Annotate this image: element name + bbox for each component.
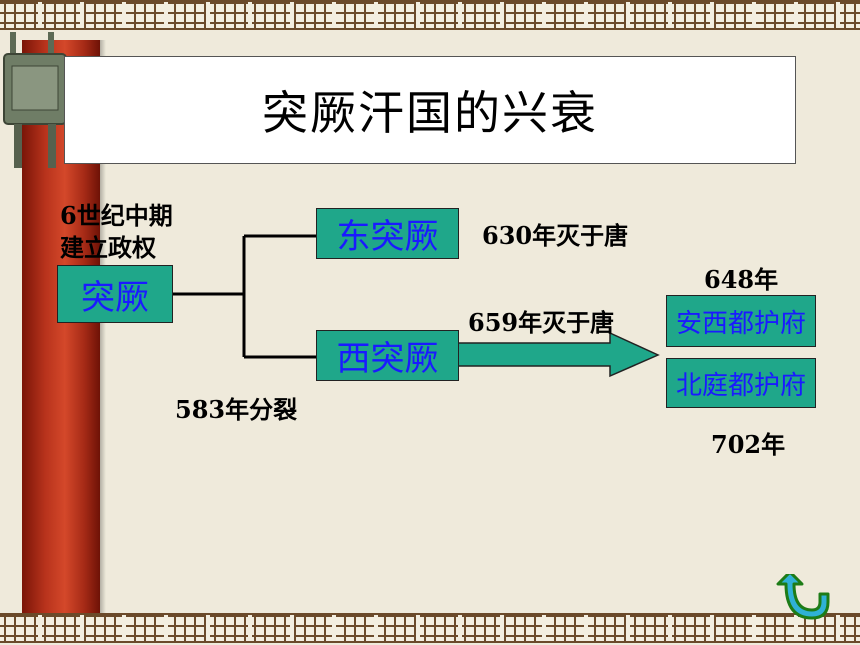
label-beiting-year: 702年 (711, 430, 786, 459)
pillar-shadow (100, 40, 106, 613)
node-west-tujue: 西突厥 (316, 330, 459, 381)
bronze-vessel-icon (3, 32, 67, 168)
label-anxi-year: 648年 (704, 265, 779, 294)
node-anxi-label: 安西都护府 (675, 308, 806, 339)
node-anxi: 安西都护府 (666, 295, 816, 347)
top-border-pattern (0, 0, 860, 30)
node-tujue-label: 突厥 (81, 277, 149, 318)
label-founded-2: 建立政权 (60, 233, 156, 262)
bottom-border-pattern (0, 613, 860, 643)
node-beiting: 北庭都护府 (666, 358, 816, 408)
return-arrow-icon[interactable] (772, 574, 834, 626)
node-east-label: 东突厥 (336, 217, 439, 257)
page-title: 突厥汗国的兴衰 (262, 86, 598, 140)
label-split: 583年分裂 (175, 395, 298, 424)
label-west-end: 659年灭于唐 (468, 308, 615, 337)
green-arrow (457, 331, 660, 378)
node-beiting-label: 北庭都护府 (675, 370, 806, 401)
title-box: 突厥汗国的兴衰 (64, 56, 796, 164)
node-west-label: 西突厥 (336, 339, 439, 379)
label-east-end: 630年灭于唐 (482, 221, 629, 250)
node-tujue: 突厥 (57, 265, 173, 323)
node-east-tujue: 东突厥 (316, 208, 459, 259)
label-founded-1: 6世纪中期 (60, 201, 173, 230)
